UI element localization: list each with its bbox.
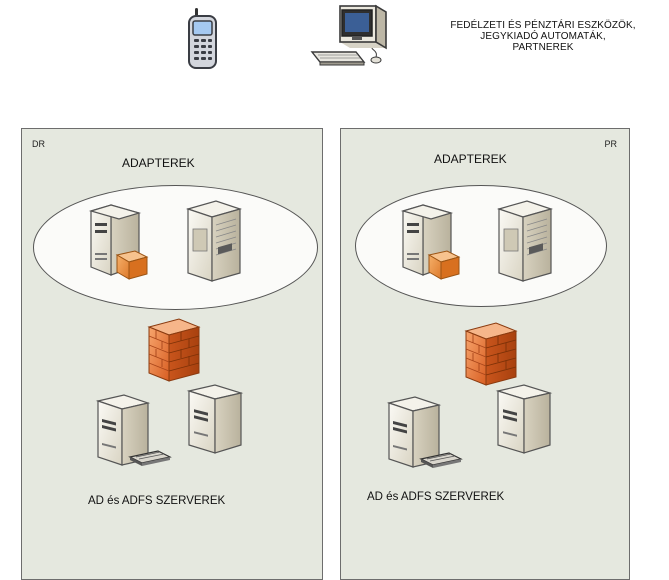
ad-server-icon — [386, 396, 463, 468]
zone-code-label: PR — [604, 139, 617, 149]
desktop-computer-icon — [310, 4, 387, 66]
devices-caption: FEDÉLZETI ÉS PÉNZTÁRI ESZKÖZÖK, JEGYKIAD… — [414, 20, 669, 53]
adapter-server-icon — [400, 204, 461, 280]
dr-zone: DR ADAPTEREK — [21, 128, 323, 580]
adapters-label: ADAPTEREK — [122, 156, 195, 170]
adapter-tower-server-icon — [496, 200, 554, 282]
adfs-server-icon — [186, 384, 244, 454]
adfs-server-icon — [495, 384, 553, 454]
adapter-tower-server-icon — [185, 200, 243, 282]
firewall-icon — [464, 322, 518, 386]
ad-adfs-servers-label: AD és ADFS SZERVEREK — [88, 495, 226, 507]
top-devices-group: FEDÉLZETI ÉS PÉNZTÁRI ESZKÖZÖK, JEGYKIAD… — [0, 0, 669, 100]
mobile-phone-icon — [188, 8, 217, 69]
pr-zone: PR ADAPTEREK — [340, 128, 630, 580]
firewall-icon — [147, 318, 201, 382]
adapters-label: ADAPTEREK — [434, 152, 507, 166]
devices-caption-line-2: JEGYKIADÓ AUTOMATÁK, — [480, 31, 606, 42]
adapter-server-icon — [88, 204, 149, 280]
devices-caption-line-3: PARTNEREK — [512, 42, 574, 53]
zone-code-label: DR — [32, 139, 45, 149]
adapters-ellipse — [33, 185, 318, 310]
ad-server-icon — [95, 394, 172, 466]
adapters-ellipse — [355, 185, 607, 307]
ad-adfs-servers-label: AD és ADFS SZERVEREK — [367, 491, 505, 503]
devices-caption-line-1: FEDÉLZETI ÉS PÉNZTÁRI ESZKÖZÖK, — [450, 20, 636, 31]
